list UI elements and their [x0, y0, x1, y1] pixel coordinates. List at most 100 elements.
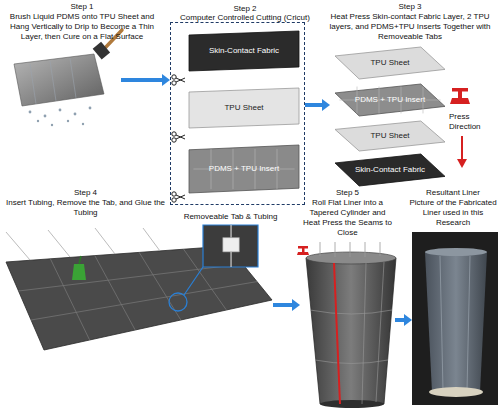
pdms-drips	[89, 107, 92, 110]
pdms-sheet	[50, 61, 56, 101]
arrow-shaft	[121, 78, 163, 82]
scissors-icon	[172, 192, 185, 202]
pdms-drips	[82, 123, 84, 125]
process-arrow	[305, 99, 330, 111]
part-label: TPU Sheet	[189, 103, 299, 113]
liner-photo	[412, 232, 498, 405]
liner-photo	[412, 232, 498, 405]
part-label: PDMS + TPU Insert	[189, 164, 299, 174]
scissors-icon	[172, 132, 185, 142]
press-icon	[450, 88, 470, 104]
step-heading: Step 1	[3, 2, 161, 12]
pdms-sheet	[70, 58, 76, 98]
pdms-drips	[74, 113, 77, 116]
part-label: Skin-Contact Fabric	[189, 46, 299, 56]
process-arrow	[273, 299, 300, 311]
pdms-drips	[59, 109, 62, 112]
liner-photo	[429, 387, 483, 397]
fabric-layer-fill	[335, 154, 445, 186]
press-icon	[452, 88, 468, 92]
tubing	[320, 242, 380, 257]
press-arrow	[457, 136, 467, 168]
liner-photo	[440, 256, 443, 390]
step-heading: Step 3	[322, 2, 498, 12]
arrow-head	[322, 99, 330, 111]
press-arrow	[457, 159, 467, 168]
tapered-cylinder	[306, 258, 396, 404]
insert-piece-fill	[189, 145, 299, 193]
fabric-piece-fill	[189, 31, 299, 71]
part-label: Removeable Tab & Tubing	[173, 212, 288, 222]
zoom-inset-outline	[203, 225, 258, 267]
flat-liner	[95, 256, 135, 330]
cutting-frame: Step 2Computer Controlled Cutting (Cricu…	[170, 22, 305, 205]
annotation-label: Press Direction	[449, 112, 496, 132]
inset-fill	[203, 225, 258, 267]
step-heading: Resultant Liner	[408, 188, 498, 198]
step-description: Heat Press Skin-contact Fabric Layer, 2 …	[322, 12, 498, 42]
scissors-icon	[172, 81, 176, 85]
process-arrow	[395, 314, 412, 326]
scissors-icon	[176, 195, 185, 199]
scissors-icon	[172, 138, 176, 142]
arrow-shaft	[395, 318, 405, 322]
step-description: Roll Flat Liner into a Tapered Cylinder …	[300, 198, 395, 238]
pdms-sheet	[30, 64, 36, 104]
pdms-drips	[44, 115, 47, 118]
step-heading: Step 4	[3, 188, 168, 198]
tubing-line	[230, 252, 231, 267]
step-description: Computer Controlled Cutting (Cricut)	[164, 13, 326, 23]
flat-liner	[50, 259, 89, 340]
tubing	[350, 242, 351, 257]
part-label: PDMS + TPU Insert	[335, 95, 445, 105]
flat-liner	[31, 282, 257, 320]
tubing	[95, 228, 115, 254]
flat-liner	[19, 264, 243, 291]
step-block: Step 4Insert Tubing, Remove the Tab, and…	[3, 188, 273, 348]
part-label: Skin-Contact Fabric	[335, 165, 445, 175]
arrow-head	[404, 314, 412, 326]
tubing-line	[230, 225, 231, 238]
pdms-sheet	[14, 54, 104, 106]
step-description: Brush Liquid PDMS onto TPU Sheet and Han…	[3, 12, 161, 42]
tapered-cylinder	[306, 252, 396, 408]
tubing	[380, 242, 381, 256]
tubing	[6, 232, 30, 260]
fabric-piece: Skin-Contact Fabric	[189, 31, 299, 71]
arrow-shaft	[273, 303, 293, 307]
scissors-icon	[172, 75, 176, 79]
press-icon	[297, 246, 309, 255]
tpu-layer-fill	[335, 121, 445, 151]
tpu-layer: TPU Sheet	[335, 121, 445, 151]
step-description: Insert Tubing, Remove the Tab, and Glue …	[3, 198, 168, 218]
liner-photo	[467, 256, 470, 390]
fabric-layer: Skin-Contact Fabric	[335, 154, 445, 186]
tubing	[48, 230, 70, 257]
press-icon	[297, 252, 309, 255]
pdms-drips	[37, 120, 39, 122]
tubing	[335, 242, 336, 257]
pdms-drips	[51, 124, 53, 126]
scissors-icon	[172, 132, 176, 136]
pdms-drips	[29, 111, 32, 114]
tubing	[143, 228, 160, 251]
press-icon	[458, 91, 462, 98]
zoom-inset: Removeable Tab & Tubing	[203, 225, 258, 267]
process-arrow	[121, 74, 170, 86]
tapered-cylinder	[310, 310, 392, 314]
press-icon	[302, 248, 305, 252]
part-label: TPU Sheet	[335, 58, 445, 68]
tpu-layer: TPU Sheet	[335, 47, 445, 79]
tapered-cylinder	[376, 262, 384, 402]
tubing	[320, 242, 321, 256]
press-icon	[450, 98, 470, 104]
scissors-icon	[176, 78, 185, 82]
glue-bottle	[72, 256, 86, 280]
pdms-drips	[67, 120, 69, 122]
scissors-icon	[172, 75, 185, 85]
step-block: Step 3Heat Press Skin-contact Fabric Lay…	[330, 2, 498, 190]
press-arrow	[461, 136, 463, 160]
step-block: Step 1Brush Liquid PDMS onto TPU Sheet a…	[3, 2, 121, 122]
liner-photo	[425, 252, 487, 392]
glue-bottle	[72, 264, 86, 280]
